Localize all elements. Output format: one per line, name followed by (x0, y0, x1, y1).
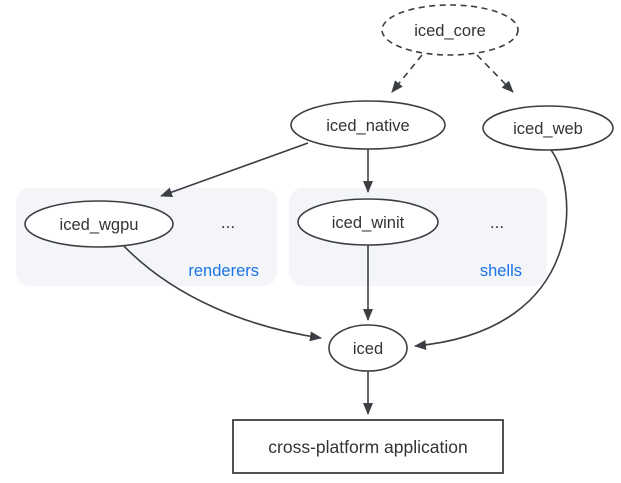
application-label: cross-platform application (268, 437, 467, 457)
iced-core-ellipse (381, 4, 519, 56)
edge-iced-core-to-iced-native (391, 54, 423, 93)
node-iced-native: iced_native (290, 100, 446, 150)
node-application: cross-platform application (232, 419, 504, 474)
iced-label: iced (353, 340, 383, 358)
application-rect (232, 419, 504, 474)
iced-web-ellipse (482, 105, 614, 151)
iced-native-ellipse (290, 100, 446, 150)
node-iced-core: iced_core (381, 4, 519, 56)
iced-wgpu-label: iced_wgpu (60, 216, 139, 234)
iced-ellipse (328, 324, 408, 372)
node-iced-wgpu: iced_wgpu (24, 200, 174, 248)
edge-iced-core-to-iced-web (476, 54, 514, 93)
node-iced: iced (328, 324, 408, 372)
iced-winit-ellipse (297, 198, 439, 246)
iced-native-label: iced_native (326, 117, 409, 135)
edge-iced-native-to-iced-wgpu (160, 142, 309, 197)
iced-core-label: iced_core (414, 22, 486, 40)
renderers-group-label: renderers (188, 262, 259, 280)
iced-wgpu-ellipse (24, 200, 174, 248)
node-iced-web: iced_web (482, 105, 614, 151)
node-iced-winit: iced_winit (297, 198, 439, 246)
iced-winit-label: iced_winit (332, 214, 405, 232)
iced-web-label: iced_web (513, 120, 583, 138)
shells-ellipsis: ... (490, 213, 504, 232)
renderers-ellipsis: ... (221, 213, 235, 232)
edge-iced-web-to-iced (414, 149, 568, 350)
shells-group-label: shells (480, 262, 522, 280)
edge-iced-wgpu-to-iced (120, 242, 322, 342)
